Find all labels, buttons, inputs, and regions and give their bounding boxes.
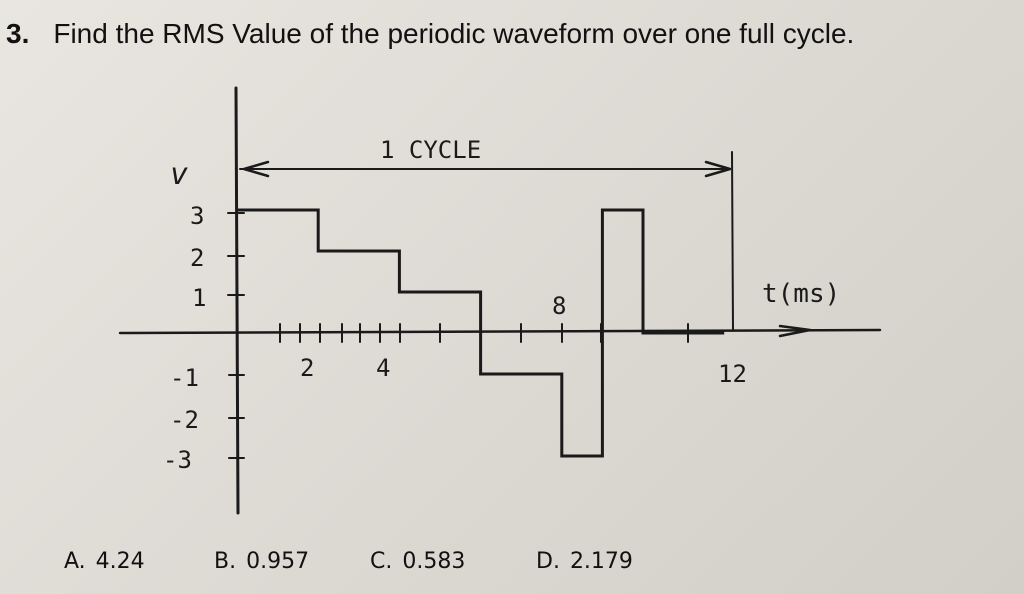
waveform-line [237, 208, 725, 458]
x-tick-label-12: 12 [718, 360, 747, 388]
option-value: 0.583 [402, 549, 466, 574]
x-tick-label-2: 2 [300, 354, 314, 382]
y-tick-label-neg2: -2 [170, 406, 199, 434]
cycle-right-arrowhead [704, 160, 732, 178]
x-tick-label-4: 4 [376, 354, 390, 382]
y-tick-label-neg1: -1 [170, 364, 199, 392]
option-letter: B. [214, 549, 237, 574]
cycle-end-marker [731, 151, 734, 331]
option-value: 0.957 [246, 549, 310, 574]
question-number: 3. [6, 18, 30, 49]
option-letter: A. [64, 549, 86, 574]
option-letter: C. [370, 549, 393, 574]
question-line: 3. Find the RMS Value of the periodic wav… [6, 18, 854, 50]
y-axis-label: v [170, 157, 188, 192]
option-a[interactable]: A. 4.24 [64, 549, 145, 574]
option-c[interactable]: C. 0.583 [370, 549, 465, 574]
x-axis [118, 328, 882, 335]
option-letter: D. [536, 549, 560, 574]
x-ticks [279, 323, 689, 343]
option-d[interactable]: D. 2.179 [536, 549, 633, 574]
y-ticks [227, 212, 245, 459]
cycle-label: 1 CYCLE [380, 136, 481, 164]
y-tick-label-3: 3 [190, 202, 204, 230]
y-axis [234, 86, 240, 515]
y-tick-label-1: 1 [192, 284, 206, 312]
option-b[interactable]: B. 0.957 [214, 549, 309, 574]
option-value: 2.179 [569, 549, 633, 574]
y-tick-label-neg3: -3 [163, 446, 192, 474]
question-text: Find the RMS Value of the periodic wavef… [53, 18, 855, 49]
y-tick-label-2: 2 [190, 244, 204, 272]
x-axis-label: t(ms) [762, 279, 840, 309]
x-axis-arrowhead [778, 324, 812, 338]
x-tick-label-8: 8 [552, 292, 566, 320]
waveform-diagram: v 1 CYCLE t(ms) 3 2 1 -1 -2 -3 2 4 8 12 [118, 86, 882, 515]
cycle-left-arrowhead [242, 160, 270, 178]
answer-options: A. 4.24 B. 0.957 C. 0.583 D. 2.179 [0, 549, 1024, 589]
option-value: 4.24 [95, 549, 145, 574]
